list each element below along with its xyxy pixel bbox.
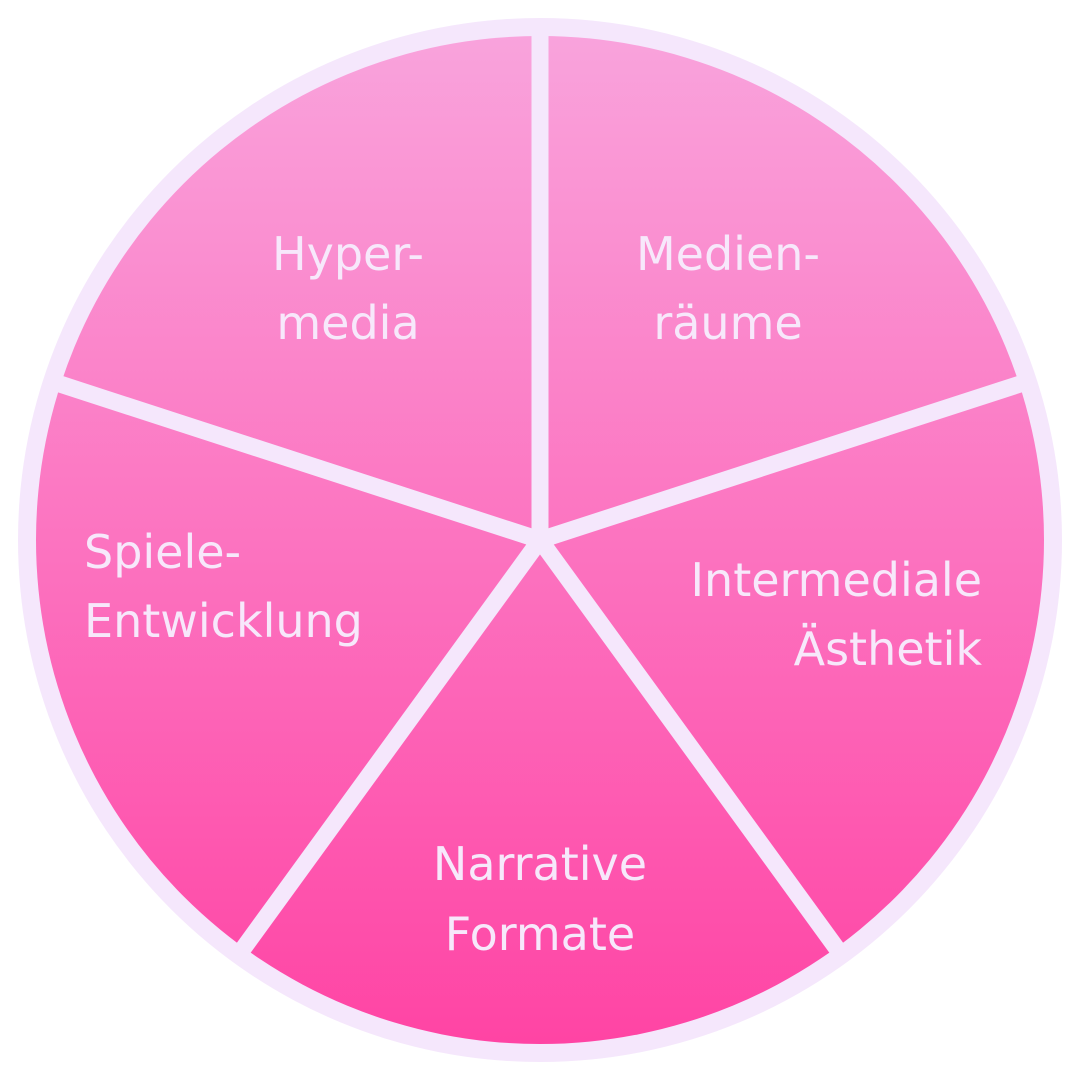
slice-separator: [235, 535, 547, 955]
slice-separator: [537, 375, 1024, 549]
segment-label-line: Narrative: [433, 837, 647, 891]
segment-intermediale-aesthetik[interactable]: Intermediale Ästhetik: [690, 553, 982, 676]
slice-separator: [56, 375, 543, 549]
segment-narrative-formate[interactable]: Narrative Formate: [433, 837, 647, 961]
segment-hypermedia[interactable]: Hyper- media: [272, 227, 424, 350]
segment-label-line: Formate: [445, 907, 635, 961]
segment-label-line: Entwicklung: [84, 594, 363, 648]
segment-label-line: Hyper-: [272, 227, 424, 281]
slice-separator: [533, 535, 845, 955]
segment-label-line: Intermediale: [690, 553, 982, 607]
segment-label-line: räume: [653, 296, 802, 350]
segment-label-line: Spiele-: [84, 525, 241, 579]
segment-medienraeume[interactable]: Medien- räume: [636, 227, 820, 350]
segment-label-line: Ästhetik: [794, 622, 983, 676]
slice-separators: [56, 34, 1024, 955]
segment-label-line: Medien-: [636, 227, 820, 281]
segment-spiele-entwicklung[interactable]: Spiele- Entwicklung: [84, 525, 363, 648]
segment-label-line: media: [276, 296, 419, 350]
